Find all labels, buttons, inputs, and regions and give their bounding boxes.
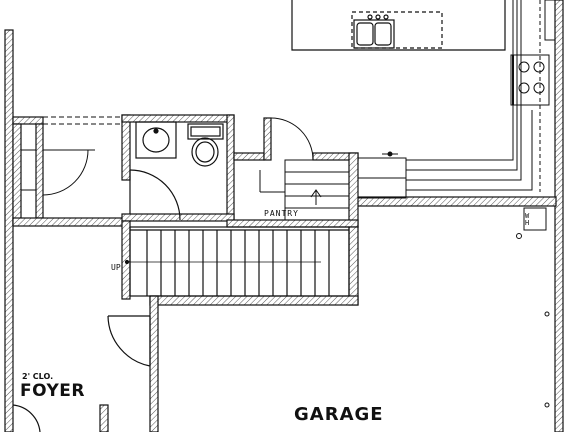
kitchen-counter [357,0,556,199]
water-heater-label-line2: H [525,219,530,227]
closet-interior [20,116,122,219]
room-label-pantry: PANTRY [264,209,299,218]
garage-details [516,207,550,408]
stair-direction-label: UP [111,263,121,272]
pantry-shelving [259,117,350,221]
doors [12,315,151,432]
staircase [124,226,350,297]
water-heater-label-line1: W [525,212,530,220]
closet-note: 2' CLO. [22,372,54,381]
room-label-garage: GARAGE [294,404,384,425]
powder-room-fixtures [129,121,224,221]
exterior-walls [4,0,564,432]
kitchen-island [291,0,506,51]
water-heater-label: W H [525,213,529,227]
room-label-foyer: FOYER [20,381,85,401]
